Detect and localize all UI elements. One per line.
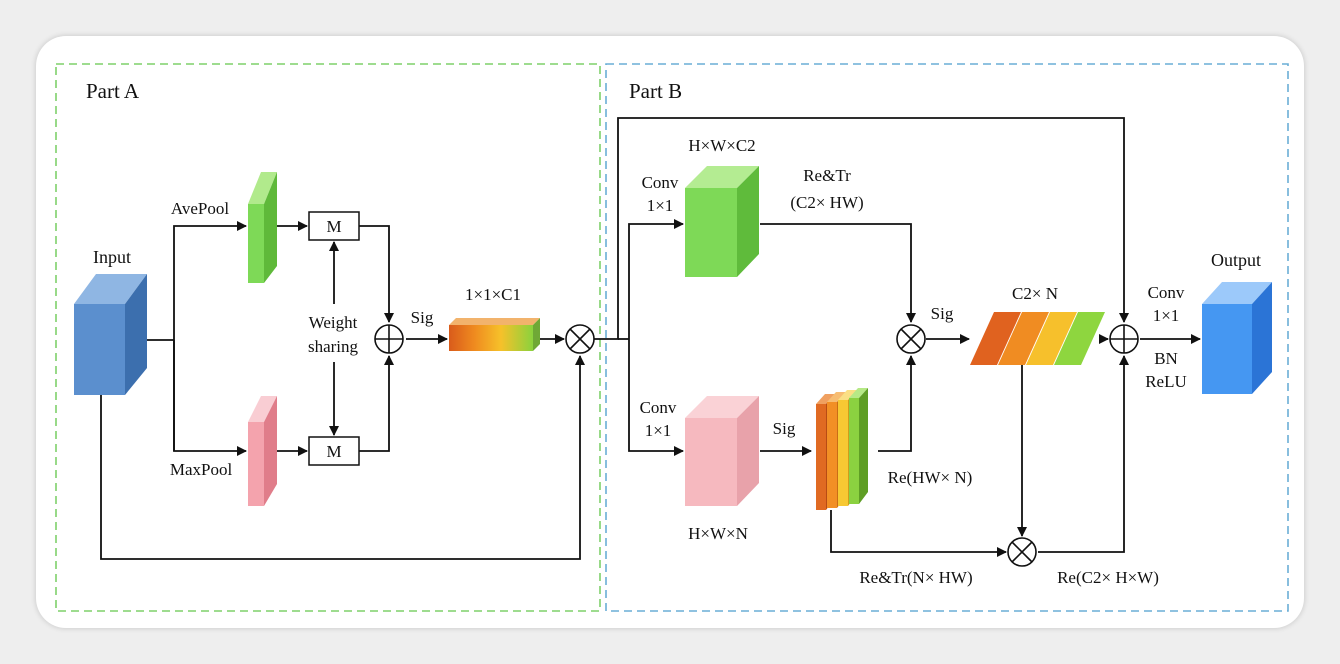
channel-label: 1×1×C1: [465, 285, 521, 304]
part-b-title: Part B: [629, 79, 682, 103]
avepool-label: AvePool: [171, 199, 230, 218]
part-b-border: [605, 63, 1289, 612]
conv-feature-block-top: [685, 166, 759, 277]
weight-label: Weight: [309, 313, 358, 332]
maxpool-label: MaxPool: [170, 460, 233, 479]
conv-out-label-2: 1×1: [1153, 306, 1180, 325]
re-c2hw-label: Re(C2× H×W): [1057, 568, 1159, 587]
sharing-label: sharing: [308, 337, 359, 356]
diagram-card: Part A Part B Input AvePool MaxPool M M …: [36, 36, 1304, 628]
maxpool-block: [248, 396, 277, 506]
multiply-node-b-bottom: [1007, 537, 1037, 567]
conv-out-label-1: Conv: [1148, 283, 1185, 302]
bottom-dims-label: H×W×N: [688, 524, 748, 543]
m-bottom-label: M: [326, 442, 341, 461]
bn-label: BN: [1154, 349, 1178, 368]
network-diagram: Part A Part B Input AvePool MaxPool M M …: [55, 63, 1289, 612]
part-a-title: Part A: [86, 79, 140, 103]
retr-top-label-2: (C2× HW): [790, 193, 863, 212]
conv-feature-block-bottom: [685, 396, 759, 506]
add-node-a: [374, 324, 404, 354]
input-block: [74, 274, 147, 395]
input-label: Input: [93, 247, 131, 267]
c2n-label: C2× N: [1012, 284, 1058, 303]
conv-top-label-2: 1×1: [647, 196, 674, 215]
retr-bottom-label: Re&Tr(N× HW): [859, 568, 972, 587]
top-dims-label: H×W×C2: [688, 136, 755, 155]
part-a-connectors: [100, 221, 585, 560]
relu-label: ReLU: [1145, 372, 1187, 391]
sig-bottom-label: Sig: [773, 419, 796, 438]
c2n-feature-slabs: [970, 312, 1105, 365]
m-top-label: M: [326, 217, 341, 236]
m-box-top: [308, 211, 360, 241]
sig-mid-label: Sig: [931, 304, 954, 323]
add-node-b: [1109, 324, 1139, 354]
conv-bot-label-2: 1×1: [645, 421, 672, 440]
re-hwn-label: Re(HW× N): [888, 468, 973, 487]
retr-top-label-1: Re&Tr: [803, 166, 851, 185]
multiply-node-b-mid: [896, 324, 926, 354]
avepool-block: [248, 172, 277, 283]
conv-bot-label-1: Conv: [640, 398, 677, 417]
output-block: [1202, 282, 1272, 394]
attention-maps-stack: [816, 388, 868, 510]
part-b-connectors: [594, 117, 1201, 557]
channel-attention-bar: [449, 318, 540, 351]
multiply-node-a: [565, 324, 595, 354]
output-label: Output: [1211, 250, 1261, 270]
sig-label-a: Sig: [411, 308, 434, 327]
conv-top-label-1: Conv: [642, 173, 679, 192]
